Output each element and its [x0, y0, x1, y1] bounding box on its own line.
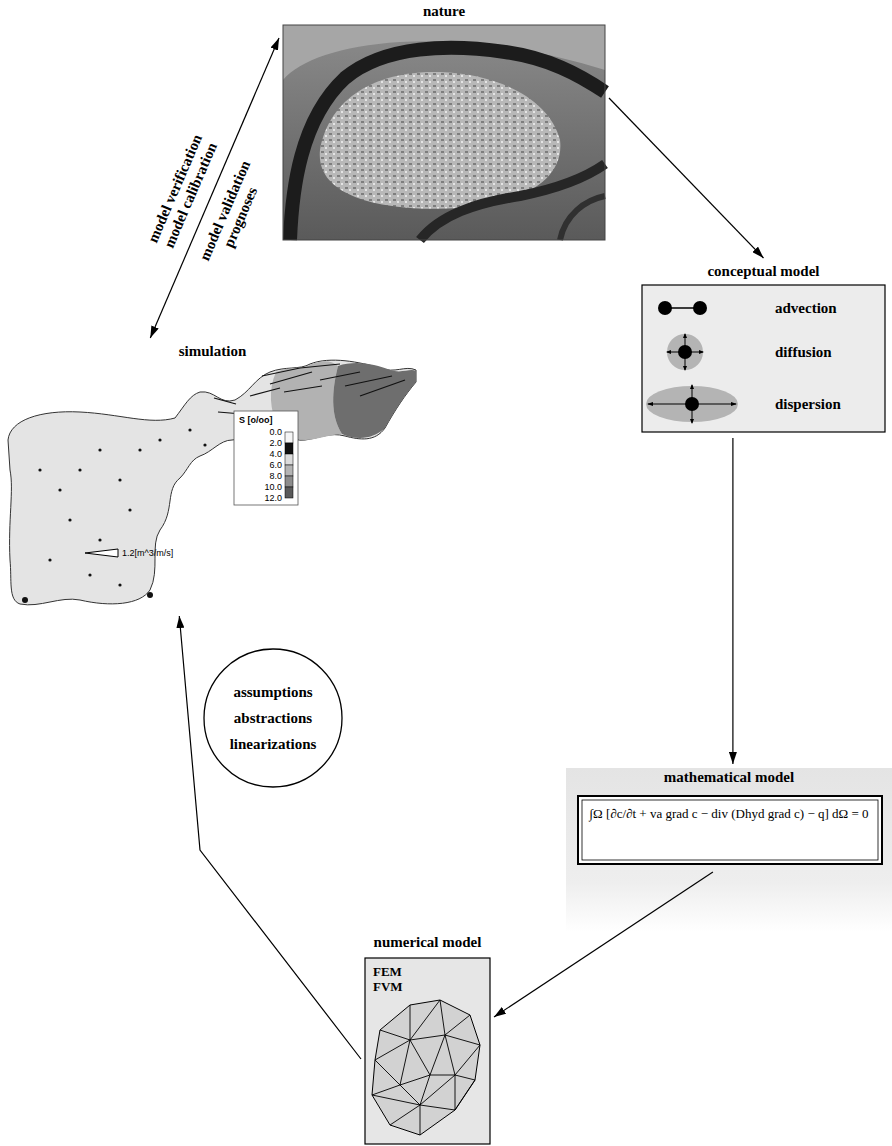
equation-frame [566, 768, 892, 932]
process-name: dispersion [775, 395, 841, 413]
particle [693, 301, 707, 315]
method-name: FEM FVM [373, 964, 415, 994]
photo-frame [283, 25, 605, 240]
equation-border [578, 796, 882, 864]
legend-value: 0.0 [242, 427, 282, 437]
node-heading: nature [423, 2, 465, 20]
legend-value: 6.0 [242, 460, 282, 470]
mesh-illustration [365, 958, 490, 1144]
legend-panel [234, 411, 298, 505]
mesh-edges [372, 1000, 480, 1135]
node-heading: numerical model [374, 933, 482, 951]
photo-canal [560, 196, 605, 240]
estuary-shape [8, 360, 416, 605]
equation-shade [566, 768, 892, 932]
concept-symbols [642, 285, 885, 432]
mesh-box: numerical modelFEM FVM [365, 933, 490, 1143]
legend-value: 12.0 [242, 493, 282, 503]
aerial-photo [283, 25, 605, 240]
diffusion-arrows [667, 334, 703, 370]
node-heading: simulation [179, 342, 247, 360]
diffusion-cloud [667, 334, 703, 370]
node-heading: mathematical model [664, 768, 794, 786]
mesh-frame [365, 958, 490, 1144]
simulation-map [8, 360, 416, 605]
photo-town [320, 72, 561, 209]
flow-vectors [214, 364, 405, 414]
particle [658, 301, 672, 315]
flow-arrow [732, 438, 733, 764]
simulation-node: simulation [5, 342, 420, 612]
flow-arrow [609, 98, 764, 258]
assumption-circle: assumptions abstractions linearizations [203, 648, 343, 788]
equation-border [582, 800, 878, 860]
photo-node: nature [283, 2, 605, 242]
legend-value: 1.2[m^3/m/s] [122, 548, 173, 558]
mesh-outline [372, 1000, 480, 1135]
process-name: advection [775, 299, 837, 317]
dispersion-heads [647, 384, 737, 424]
flow-arrow [179, 616, 361, 1059]
concept-frame [642, 285, 885, 432]
concept-box: conceptual model advection diffusion disper… [642, 262, 885, 434]
circle-outline [204, 649, 342, 787]
flow-arrow [494, 872, 713, 1017]
legend-value: 10.0 [242, 482, 282, 492]
process-name: diffusion [775, 343, 832, 361]
scale-vector [85, 549, 118, 557]
legend-colorbar [285, 432, 293, 498]
photo-river [290, 48, 605, 240]
node-heading: conceptual model [707, 262, 819, 280]
legend-value: S [o/oo] [239, 415, 273, 425]
diffusion-heads [666, 333, 704, 371]
equation-box: mathematical model ∫Ω [∂c/∂t + va grad c … [568, 768, 890, 868]
legend-value: 4.0 [242, 449, 282, 459]
photo-ground [283, 25, 605, 240]
dispersion-cloud [646, 386, 738, 422]
legend-value: 2.0 [242, 438, 282, 448]
circle-text: linearizations [230, 735, 317, 753]
circle-text: abstractions [234, 709, 312, 727]
circle-text: assumptions [233, 683, 312, 701]
dispersion-arrows [648, 385, 736, 423]
flow-dots [22, 428, 207, 603]
equation: ∫Ω [∂c/∂t + va grad c − div (Dhyd grad c… [584, 806, 874, 821]
photo-river [420, 164, 605, 240]
legend-value: 8.0 [242, 471, 282, 481]
